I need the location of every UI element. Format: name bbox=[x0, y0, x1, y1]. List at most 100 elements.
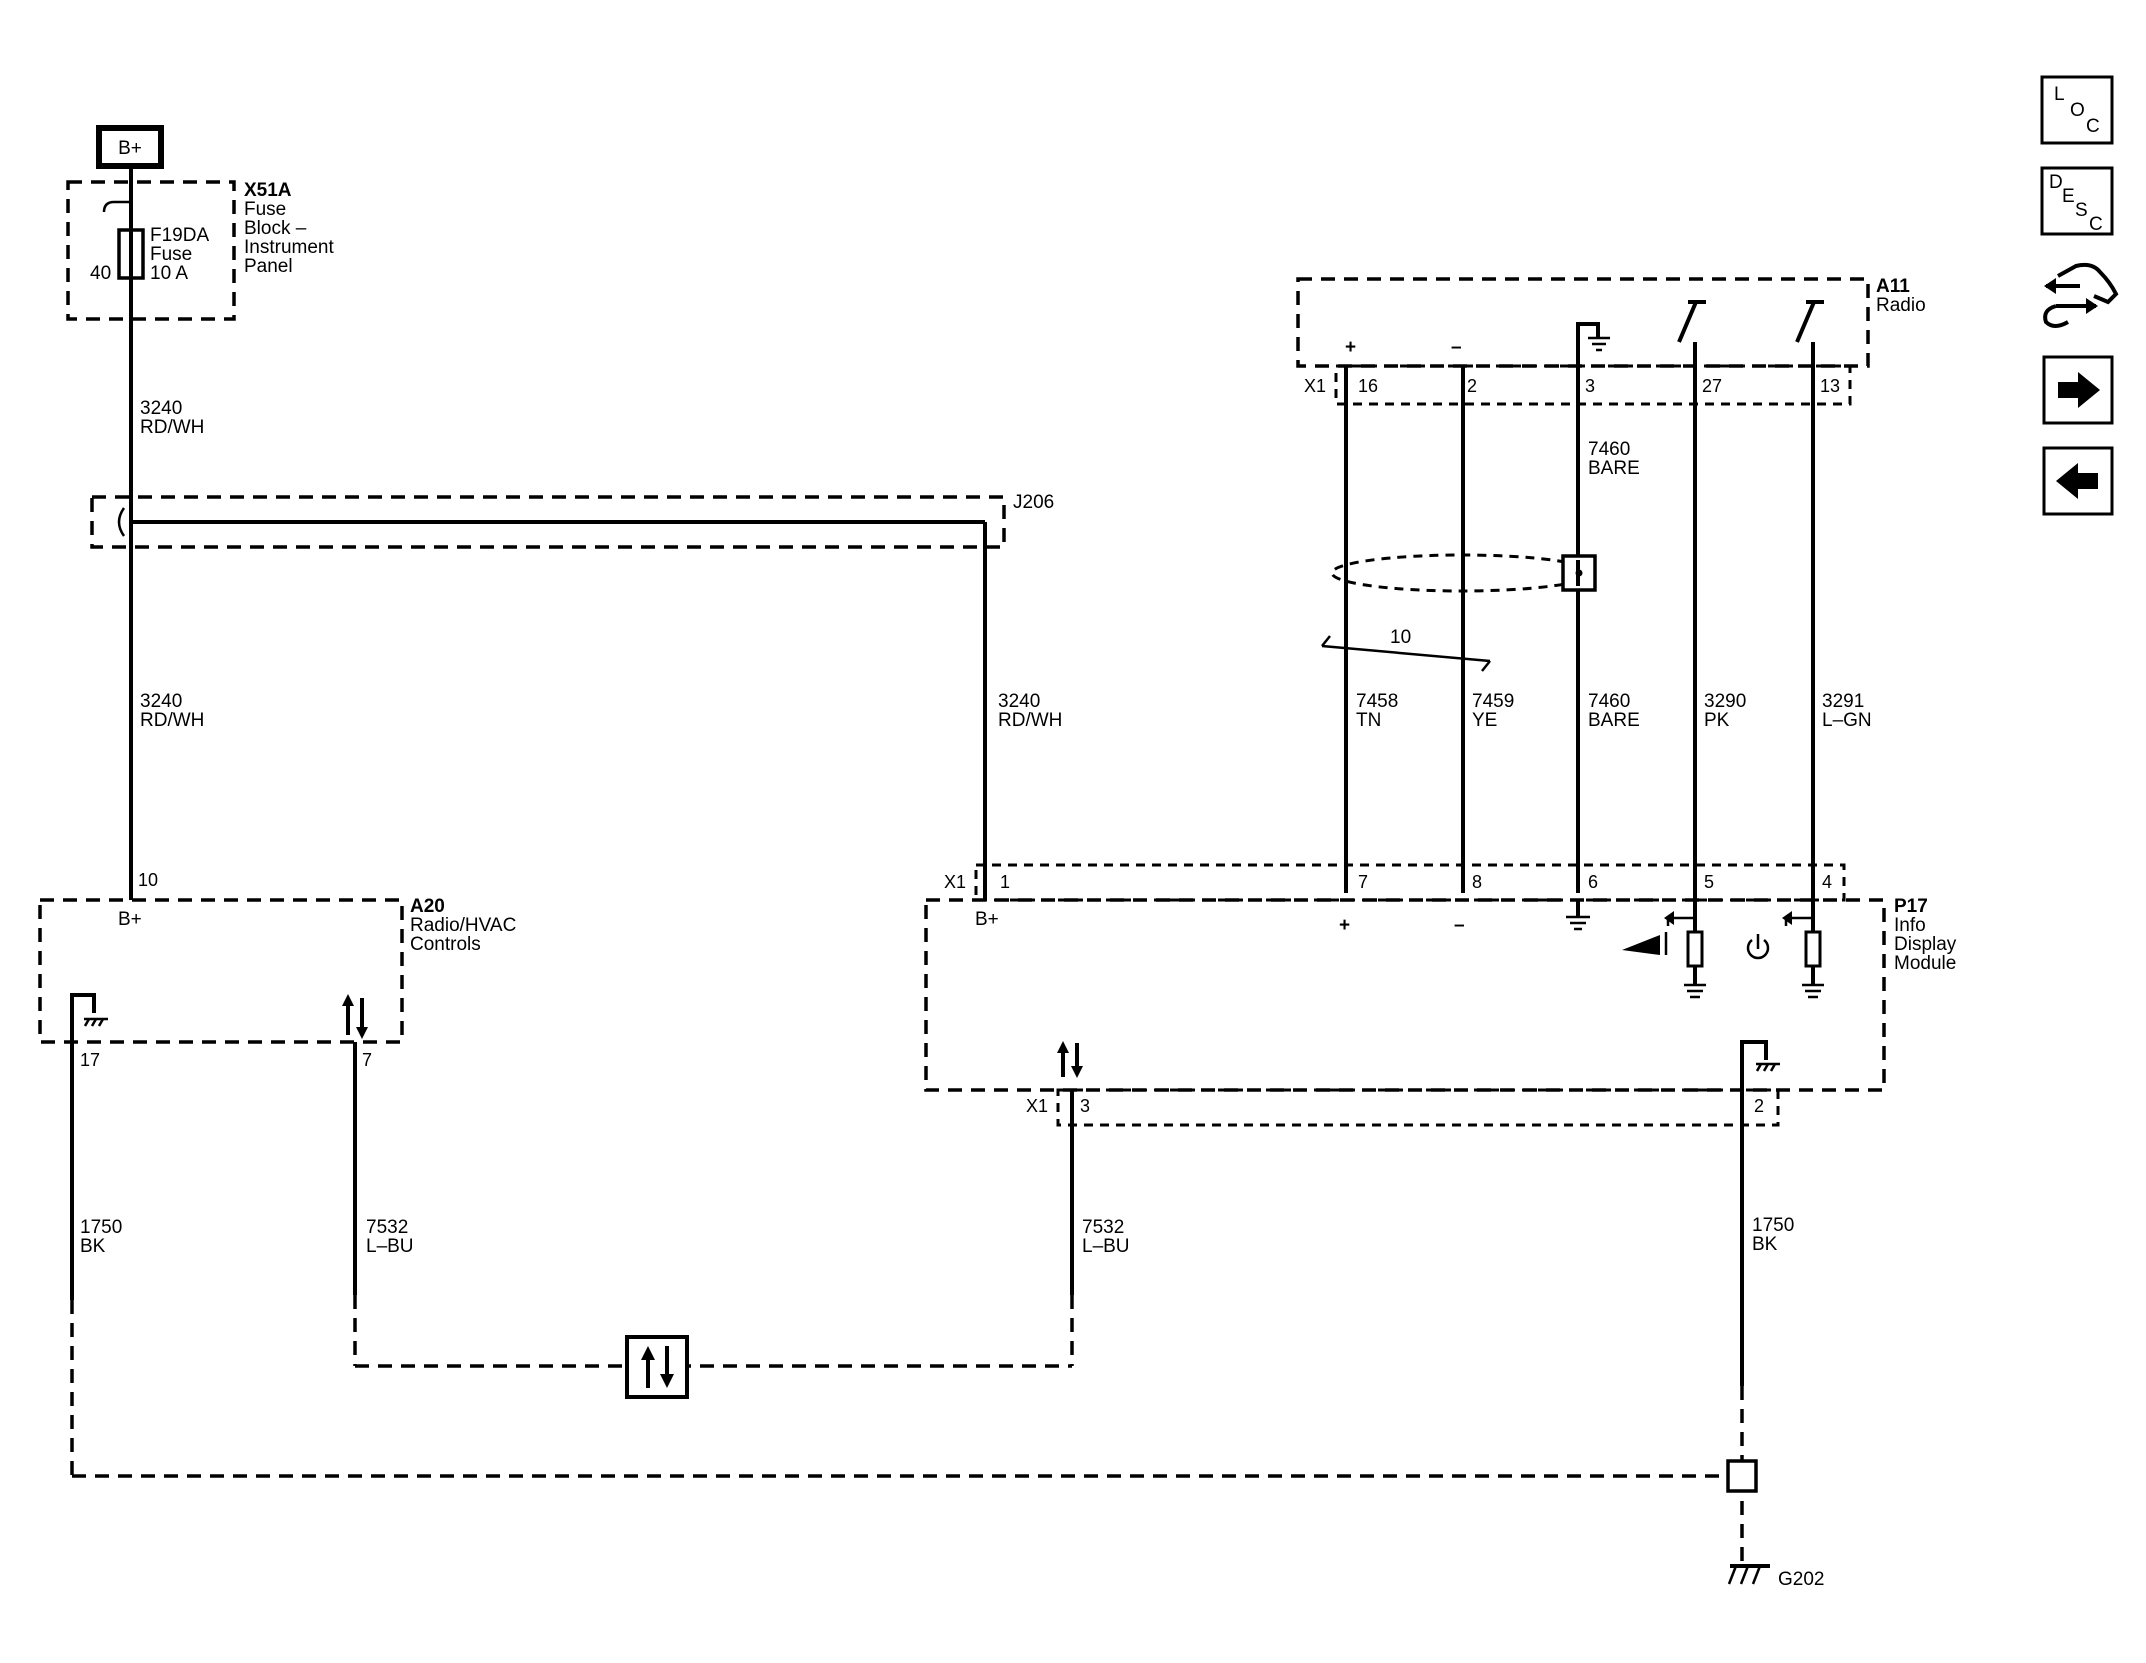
desc-letter-s: S bbox=[2075, 200, 2088, 221]
wire-3240-c-color: RD/WH bbox=[998, 710, 1062, 731]
loc-letter-o: O bbox=[2070, 100, 2085, 121]
p17-plus-symbol: + bbox=[1339, 915, 1350, 936]
a11-connector: X1 bbox=[1304, 376, 1326, 396]
battery-source: B+ bbox=[96, 125, 164, 169]
p17-pin-5: 5 bbox=[1704, 872, 1714, 892]
connector-end-view-icon[interactable] bbox=[2043, 262, 2119, 328]
a20-pin-ground: 17 bbox=[80, 1050, 100, 1070]
switch-icon bbox=[1795, 300, 1824, 343]
p17-name-2: Display bbox=[1894, 934, 1957, 955]
wire-3240-a-circuit: 3240 bbox=[140, 398, 182, 419]
desc-letter-c: C bbox=[2089, 214, 2103, 235]
wire-3290-color: PK bbox=[1704, 710, 1730, 731]
chassis-ground-icon bbox=[83, 1017, 108, 1027]
fuse-block-name-1: Fuse bbox=[244, 199, 286, 220]
wire-7460-a-color: BARE bbox=[1588, 458, 1640, 479]
previous-arrow-icon[interactable] bbox=[2042, 446, 2114, 516]
ground-g202: G202 bbox=[1727, 1564, 1824, 1590]
a11-pin-2: 2 bbox=[1467, 376, 1477, 396]
wire-7459-color: YE bbox=[1472, 710, 1497, 731]
module-p17: X1 1 7 8 6 5 4 P17 Info Display Module B… bbox=[924, 863, 1957, 1127]
back-button-symbol-icon bbox=[1622, 932, 1668, 955]
wire-3240-b-color: RD/WH bbox=[140, 710, 204, 731]
p17-minus-symbol: – bbox=[1454, 915, 1465, 936]
wire-1750-a-circuit: 1750 bbox=[80, 1217, 122, 1238]
splice-j206: J206 bbox=[90, 492, 1054, 900]
desc-letter-d: D bbox=[2049, 172, 2063, 193]
fuse-pin: 40 bbox=[90, 263, 111, 284]
wire-3291-circuit: 3291 bbox=[1822, 691, 1864, 712]
wire-7459-circuit: 7459 bbox=[1472, 691, 1514, 712]
wire-7532-a-color: L–BU bbox=[366, 1236, 414, 1257]
p17-pin-2: 2 bbox=[1754, 1096, 1764, 1116]
fuse-rating: 10 A bbox=[150, 263, 188, 284]
a20-pin-data: 7 bbox=[362, 1050, 372, 1070]
wire-3290-circuit: 3290 bbox=[1704, 691, 1746, 712]
a11-name: Radio bbox=[1876, 295, 1926, 316]
fuse-block-name-2: Block – bbox=[244, 218, 307, 239]
module-a20: 10 B+ A20 Radio/HVAC Controls 17 7 bbox=[38, 870, 516, 1070]
bidirectional-data-icon bbox=[342, 994, 368, 1039]
a20-name-1: Radio/HVAC bbox=[410, 915, 516, 936]
wire-3240-b-circuit: 3240 bbox=[140, 691, 182, 712]
module-a11: A11 Radio X1 16 2 3 27 13 + – bbox=[1296, 276, 1926, 406]
ground-icon bbox=[1566, 900, 1590, 931]
switch-input-icon bbox=[1782, 911, 1824, 999]
wire-3240-c-circuit: 3240 bbox=[998, 691, 1040, 712]
wire-1750-b-circuit: 1750 bbox=[1752, 1215, 1794, 1236]
wire-3291-color: L–GN bbox=[1822, 710, 1872, 731]
fuse-block-id: X51A bbox=[244, 180, 292, 201]
switch-icon bbox=[1677, 300, 1706, 343]
bidirectional-data-icon bbox=[1057, 1041, 1083, 1078]
wire-7460-a-circuit: 7460 bbox=[1588, 439, 1630, 460]
a20-pin-power: 10 bbox=[138, 870, 158, 890]
ground-splice bbox=[1726, 1459, 1758, 1493]
next-arrow-icon[interactable] bbox=[2042, 355, 2114, 425]
splice-id: J206 bbox=[1013, 492, 1054, 513]
p17-id: P17 bbox=[1894, 896, 1928, 917]
p17-pin-7: 7 bbox=[1358, 872, 1368, 892]
power-button-icon bbox=[1746, 934, 1770, 960]
a11-pin-27: 27 bbox=[1702, 376, 1722, 396]
wire-1750-a-color: BK bbox=[80, 1236, 106, 1257]
wire-7458-circuit: 7458 bbox=[1356, 691, 1398, 712]
a11-id: A11 bbox=[1876, 276, 1910, 297]
p17-pin-4: 4 bbox=[1822, 872, 1832, 892]
ground-icon bbox=[1576, 322, 1610, 366]
fuse-block-name-3: Instrument bbox=[244, 237, 334, 258]
wire-7460-b-color: BARE bbox=[1588, 710, 1640, 731]
a11-plus-symbol: + bbox=[1345, 337, 1356, 358]
p17-pin-1: 1 bbox=[1000, 872, 1010, 892]
p17-connector-top: X1 bbox=[944, 872, 966, 892]
fuse-block-name-4: Panel bbox=[244, 256, 293, 277]
battery-label: B+ bbox=[118, 138, 142, 159]
p17-power-label: B+ bbox=[975, 909, 999, 930]
p17-connector-bottom: X1 bbox=[1026, 1096, 1048, 1116]
a11-minus-symbol: – bbox=[1451, 337, 1462, 358]
wire-1750-b-color: BK bbox=[1752, 1234, 1778, 1255]
chassis-ground-icon bbox=[1755, 1062, 1780, 1072]
wire-7460-b-circuit: 7460 bbox=[1588, 691, 1630, 712]
p17-name-3: Module bbox=[1894, 953, 1956, 974]
a20-power-label: B+ bbox=[118, 909, 142, 930]
wire-7532-b-circuit: 7532 bbox=[1082, 1217, 1124, 1238]
ground-id: G202 bbox=[1778, 1569, 1824, 1590]
fuse-id: F19DA bbox=[150, 225, 209, 246]
fuse-word: Fuse bbox=[150, 244, 192, 265]
description-button[interactable]: D E S C bbox=[2040, 166, 2114, 236]
wire-7458-color: TN bbox=[1356, 710, 1381, 731]
p17-pin-8: 8 bbox=[1472, 872, 1482, 892]
location-button[interactable]: L O C bbox=[2040, 75, 2114, 145]
p17-pin-6: 6 bbox=[1588, 872, 1598, 892]
fuse-block-x51a: X51A Fuse Block – Instrument Panel F19DA… bbox=[66, 180, 334, 321]
a11-pin-16: 16 bbox=[1358, 376, 1378, 396]
a20-name-2: Controls bbox=[410, 934, 481, 955]
serial-data-bus-icon bbox=[625, 1335, 689, 1399]
twist-count: 10 bbox=[1390, 627, 1411, 648]
wire-7532-b-color: L–BU bbox=[1082, 1236, 1130, 1257]
a20-id: A20 bbox=[410, 896, 445, 917]
loc-letter-l: L bbox=[2054, 84, 2065, 105]
p17-name-1: Info bbox=[1894, 915, 1926, 936]
p17-pin-3: 3 bbox=[1080, 1096, 1090, 1116]
